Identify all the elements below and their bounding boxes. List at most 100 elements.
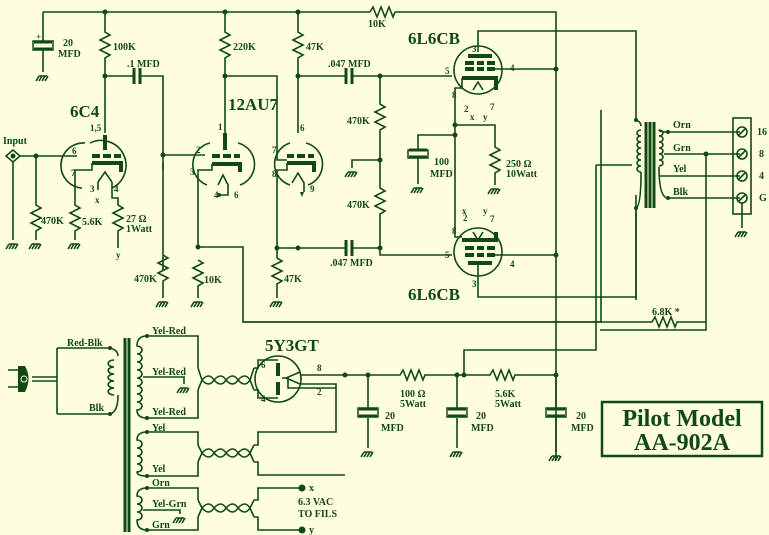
svg-text:5: 5 [445,250,450,260]
svg-text:Yel-Red: Yel-Red [152,407,186,418]
speaker-terminal-strip[interactable]: 16 8 4 G [732,117,767,238]
svg-text:220K: 220K [233,42,256,53]
capacitor-20mfd-filter2: 20 MFD [446,375,494,458]
svg-text:7: 7 [490,214,495,224]
svg-text:Orn: Orn [152,478,170,489]
svg-text:2: 2 [464,104,469,114]
svg-text:470K: 470K [347,200,370,211]
resistor-10k-feed: 10K [368,4,396,30]
svg-text:6L6CB: 6L6CB [408,285,460,304]
svg-text:4: 4 [261,394,266,404]
svg-text:250 Ω: 250 Ω [506,159,532,170]
svg-text:3: 3 [472,44,477,54]
svg-text:4: 4 [510,259,515,269]
svg-text:4: 4 [510,63,515,73]
resistor-470k-grid-top: 470K [344,76,387,178]
input-jack[interactable]: Input [3,136,77,250]
svg-text:y: y [483,206,488,216]
svg-text:MFD: MFD [430,169,453,180]
svg-text:8: 8 [317,363,322,373]
resistor-470k-input: 470K [28,156,64,250]
svg-text:6: 6 [261,360,266,370]
power-plug[interactable] [8,347,110,415]
svg-text:5Watt: 5Watt [400,399,427,410]
svg-text:10Watt: 10Watt [506,169,538,180]
tube-12au7: 12AU7 1 2 3 4 6 10K 6 7 8 9 47K [190,95,602,323]
heater-output: x y 6.3 VAC TO FILS [298,483,337,535]
svg-text:5Watt: 5Watt [495,399,522,410]
svg-text:8: 8 [272,169,277,179]
resistor-100k: 100K [98,12,136,133]
svg-text:Grn: Grn [152,520,170,531]
svg-text:47K: 47K [284,274,302,285]
capacitor-047mfd-top: .047 MFD [298,59,452,84]
svg-text:Yel-Red: Yel-Red [152,367,186,378]
svg-text:47K: 47K [306,42,324,53]
svg-text:Yel: Yel [152,464,166,475]
svg-text:MFD: MFD [58,49,81,60]
svg-text:27 Ω: 27 Ω [126,214,147,225]
capacitor-20mfd-filter3: 20 MFD [545,375,594,462]
svg-text:TO FILS: TO FILS [298,509,337,520]
svg-text:6L6CB: 6L6CB [408,29,460,48]
resistor-250ohm: 250 Ω 10Watt [455,124,538,195]
svg-text:Yel: Yel [673,164,687,175]
svg-text:7: 7 [490,102,495,112]
svg-text:y: y [483,112,488,122]
svg-text:.047 MFD: .047 MFD [330,258,373,269]
svg-text:20: 20 [63,38,73,49]
svg-text:1Watt: 1Watt [126,224,153,235]
terminal-4[interactable] [736,170,748,182]
svg-text:10K: 10K [368,19,386,30]
svg-text:20: 20 [476,411,486,422]
resistor-47k-plate: 47K [291,12,324,133]
svg-text:12AU7: 12AU7 [228,95,279,114]
output-transformer: Orn Grn Yel Blk [596,118,740,331]
terminal-16[interactable] [736,126,748,138]
svg-text:6: 6 [72,146,77,156]
svg-text:x: x [462,206,467,216]
power-transformer: Red-Blk Blk Yel-Red Yel-Red Yel-Red Yel … [67,326,199,532]
svg-text:Input: Input [3,136,28,147]
svg-text:6.3 VAC: 6.3 VAC [298,497,333,508]
svg-text:470K: 470K [41,216,64,227]
svg-text:5Y3GT: 5Y3GT [265,336,320,355]
svg-text:3: 3 [90,184,95,194]
resistor-6-8k-feedback: 6.8K * [162,163,706,330]
tube-5y3gt: 5Y3GT 6 4 8 2 [254,336,348,404]
svg-text:6C4: 6C4 [70,102,100,121]
svg-text:5: 5 [445,66,450,76]
svg-text:1: 1 [218,122,223,132]
svg-text:Yel-Red: Yel-Red [152,326,186,337]
svg-text:Yel: Yel [152,423,166,434]
capacitor-047mfd-bottom: .047 MFD [295,240,452,269]
title-box: Pilot Model AA-902A [600,400,764,458]
svg-text:x: x [470,112,475,122]
title-number: AA-902A [634,430,731,456]
tube-6c4: 6C4 1,5 6 7 3 4 x 5.6K 27 Ω 1Watt y [60,102,153,260]
svg-text:2: 2 [463,213,468,223]
capacitor-20mfd-filter1: 20 MFD [357,375,404,458]
tube-6l6cb-top: 6L6CB 3 4 5 8 2 7 x y [408,29,637,138]
svg-text:100 Ω: 100 Ω [400,389,426,400]
svg-text:3: 3 [190,167,195,177]
svg-text:8: 8 [759,149,764,160]
svg-text:MFD: MFD [381,423,404,434]
svg-text:4: 4 [114,184,119,194]
svg-text:10K: 10K [204,275,222,286]
svg-text:7: 7 [71,168,76,178]
svg-text:MFD: MFD [471,423,494,434]
terminal-8[interactable] [736,148,748,160]
resistor-220k: 220K [218,12,287,161]
svg-text:4: 4 [214,190,219,200]
svg-text:6.8K *: 6.8K * [652,307,680,318]
svg-text:MFD: MFD [571,423,594,434]
svg-text:1,5: 1,5 [90,123,102,133]
svg-text:6: 6 [300,123,305,133]
svg-text:5.6K: 5.6K [495,389,516,400]
capacitor-01mfd: .1 MFD [105,59,166,270]
svg-text:Yel-Grn: Yel-Grn [152,499,187,510]
svg-text:470K: 470K [347,116,370,127]
svg-text:+: + [36,32,41,42]
